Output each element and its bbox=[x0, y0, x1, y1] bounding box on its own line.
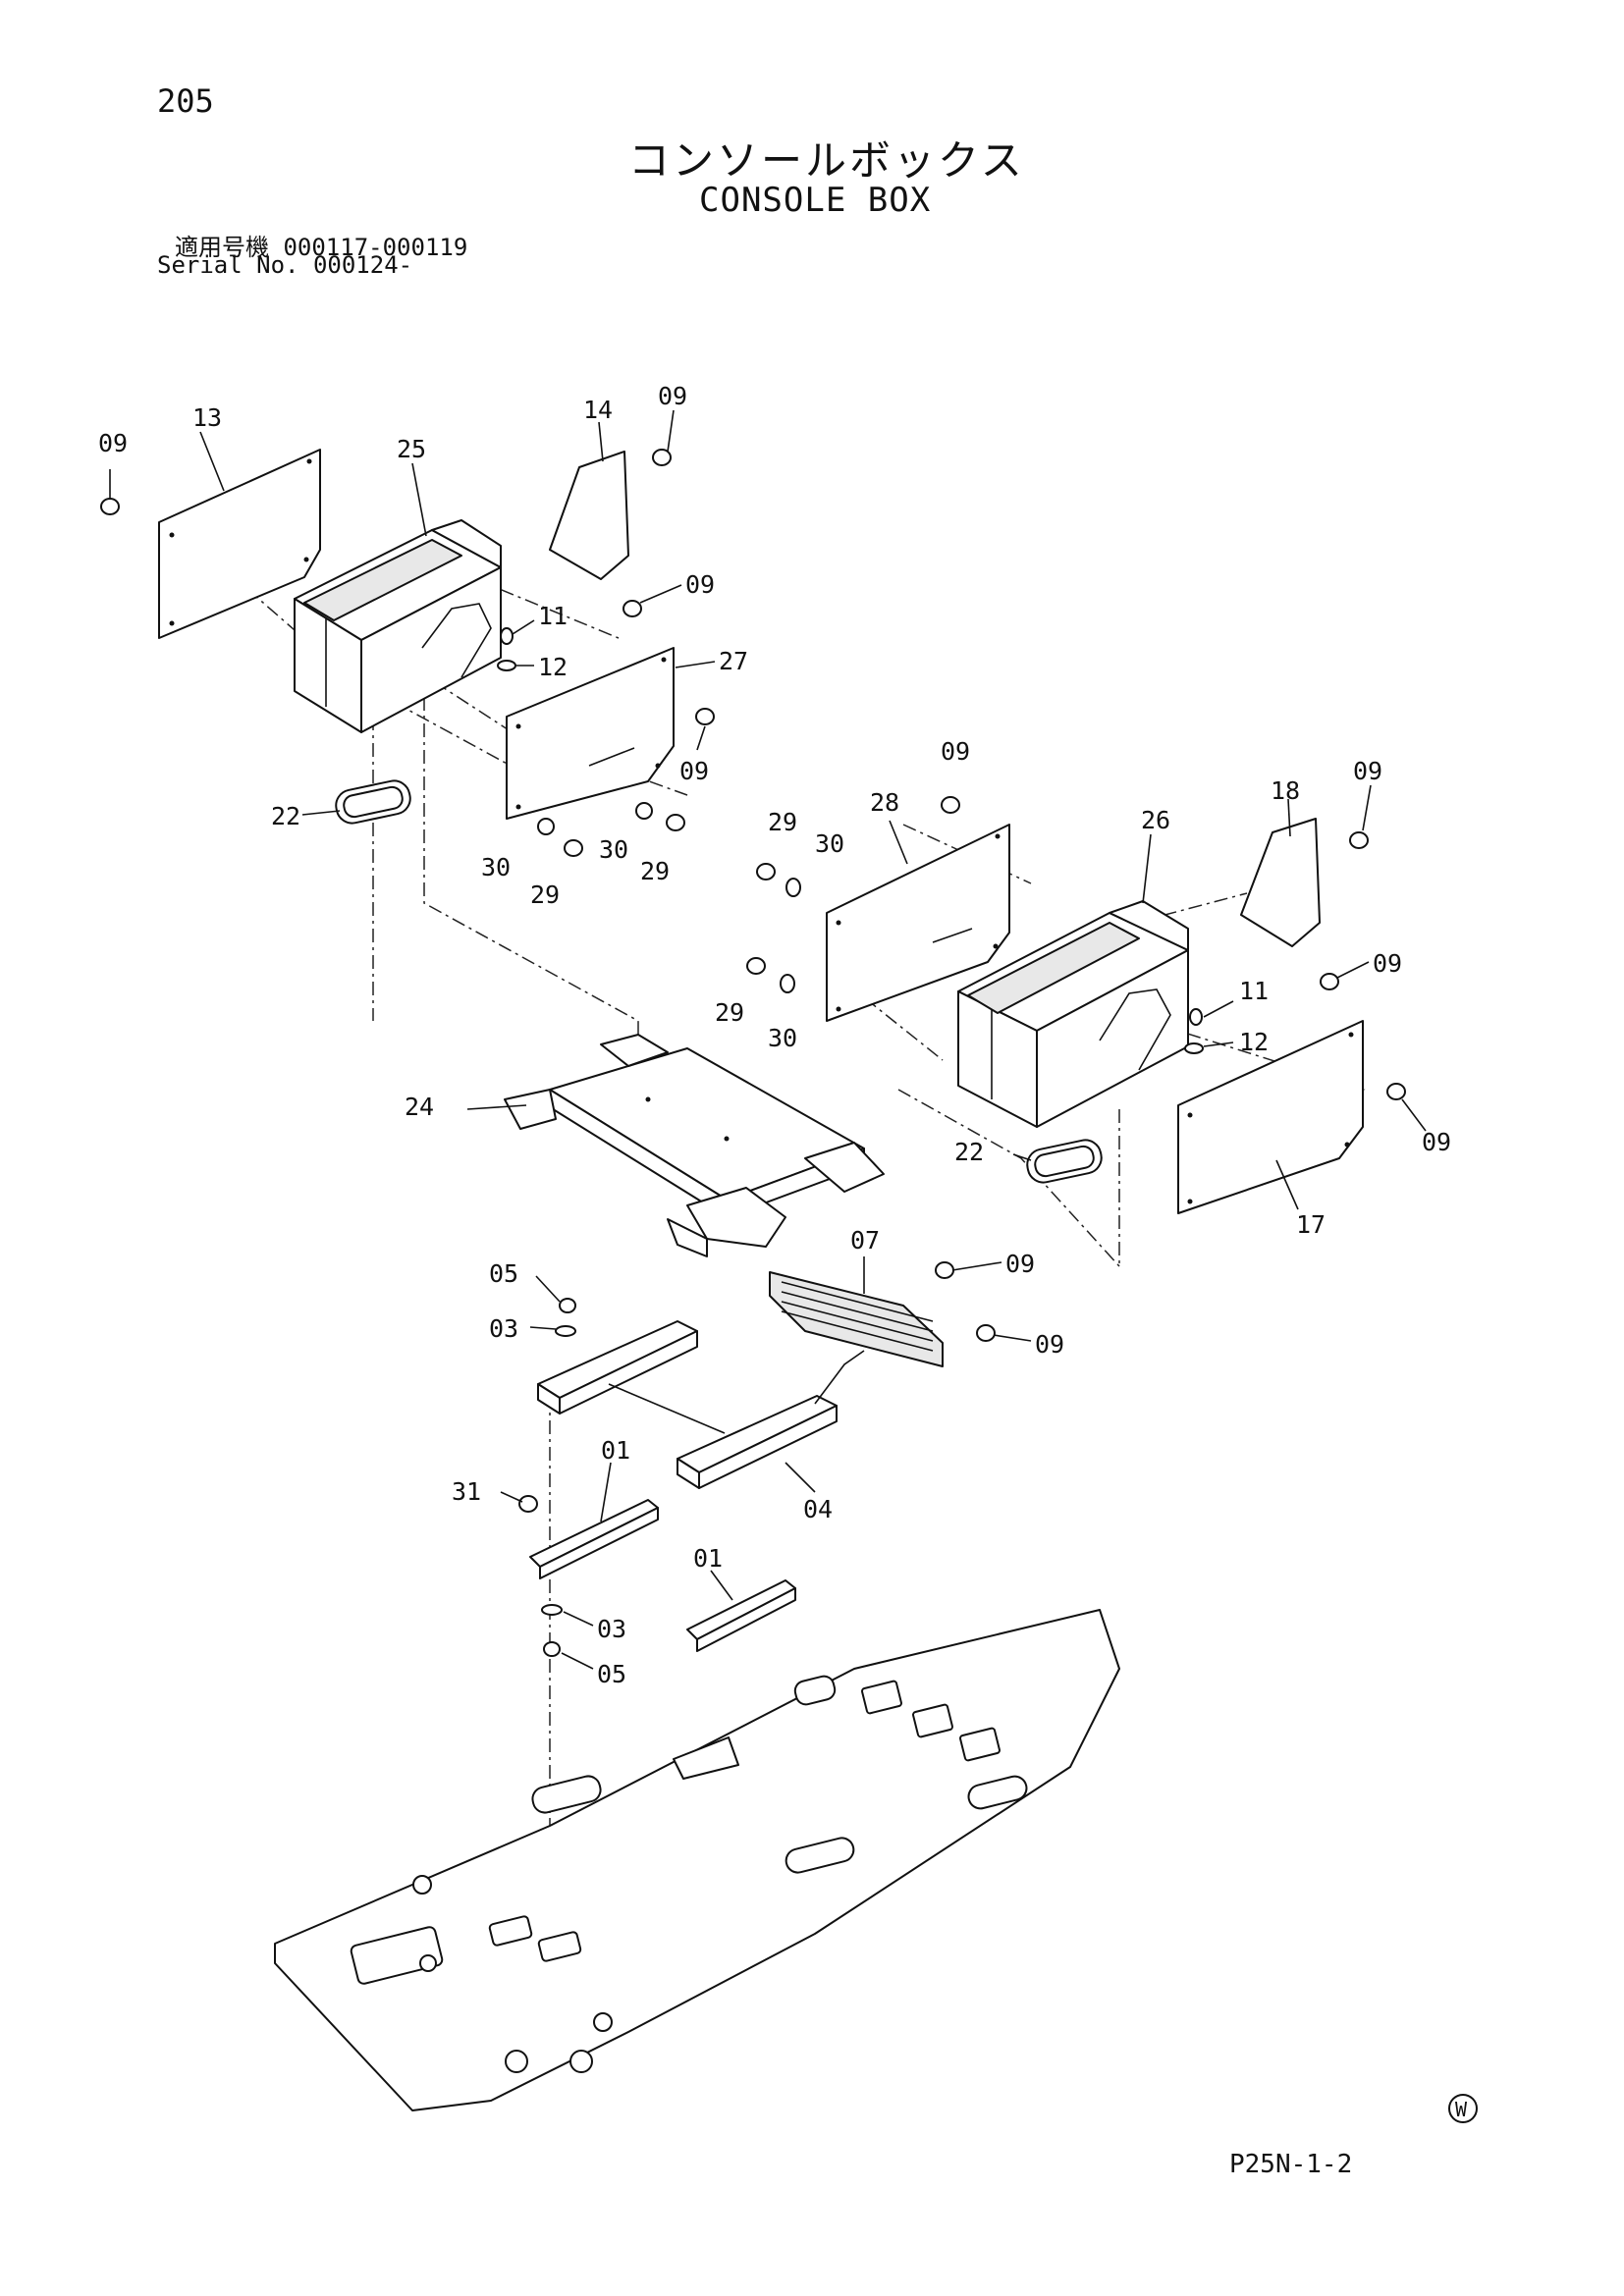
callout-09: 09 bbox=[1353, 757, 1382, 785]
callout-22: 22 bbox=[954, 1138, 984, 1166]
part-13-side-cover bbox=[158, 449, 321, 639]
hardware bbox=[100, 449, 1406, 1657]
applicable-label: 適用号機 bbox=[175, 234, 269, 261]
callout-11: 11 bbox=[538, 602, 568, 630]
callout-31: 31 bbox=[452, 1477, 481, 1506]
callout-30: 30 bbox=[599, 835, 628, 864]
callout-09: 09 bbox=[685, 570, 715, 599]
callout-07: 07 bbox=[850, 1226, 880, 1255]
callout-30: 30 bbox=[768, 1024, 797, 1052]
part-27-side-cover bbox=[506, 647, 675, 820]
callout-05: 05 bbox=[597, 1660, 626, 1688]
callout-30: 30 bbox=[481, 853, 511, 881]
callout-11: 11 bbox=[1239, 977, 1269, 1005]
serial-line: Serial No. 000124- bbox=[157, 251, 412, 279]
serial-label: Serial No. bbox=[157, 251, 299, 279]
circled-w-letter: W bbox=[1455, 2098, 1468, 2121]
callout-24: 24 bbox=[405, 1093, 434, 1121]
title-english: CONSOLE BOX bbox=[699, 181, 932, 220]
callout-04: 04 bbox=[803, 1495, 833, 1523]
callout-09: 09 bbox=[1373, 949, 1402, 978]
callout-03: 03 bbox=[597, 1615, 626, 1643]
callout-12: 12 bbox=[538, 653, 568, 681]
callout-28: 28 bbox=[870, 788, 899, 817]
part-04-seat-rail-lower bbox=[677, 1350, 865, 1489]
part-22-gasket-right bbox=[1026, 1139, 1103, 1184]
part-07-grille bbox=[769, 1271, 944, 1367]
callout-29: 29 bbox=[768, 808, 797, 836]
callout-09: 09 bbox=[1005, 1250, 1035, 1278]
callout-26: 26 bbox=[1141, 806, 1170, 834]
part-17-side-cover bbox=[1177, 1020, 1364, 1214]
callout-09: 09 bbox=[941, 737, 970, 766]
callout-29: 29 bbox=[640, 857, 670, 885]
title-japanese: コンソールボックス bbox=[628, 136, 1025, 185]
callout-01: 01 bbox=[693, 1544, 723, 1573]
callout-25: 25 bbox=[397, 435, 426, 463]
part-28-side-cover bbox=[826, 824, 1010, 1022]
callout-13: 13 bbox=[192, 403, 222, 432]
callout-09: 09 bbox=[98, 429, 128, 457]
callout-14: 14 bbox=[583, 396, 613, 424]
serial-value: 000124- bbox=[312, 251, 413, 279]
callout-29: 29 bbox=[530, 881, 560, 909]
callout-29: 29 bbox=[715, 998, 744, 1027]
callout-09: 09 bbox=[1422, 1128, 1451, 1156]
callout-12: 12 bbox=[1239, 1028, 1269, 1056]
callout-17: 17 bbox=[1296, 1210, 1326, 1239]
part-26-console-box-right bbox=[957, 900, 1189, 1128]
callout-18: 18 bbox=[1271, 776, 1300, 805]
part-14-bracket bbox=[549, 451, 629, 580]
callout-09: 09 bbox=[658, 382, 687, 410]
part-01-rail-a bbox=[529, 1499, 659, 1579]
part-22-gasket-left bbox=[335, 779, 411, 825]
part-25-console-box-left bbox=[294, 519, 502, 733]
callout-30: 30 bbox=[815, 829, 844, 858]
callout-03: 03 bbox=[489, 1314, 518, 1343]
part-04-seat-rail-upper bbox=[537, 1320, 726, 1434]
applicable-range: 000117-000119 bbox=[283, 234, 468, 261]
callout-labels: 09 13 25 14 09 09 11 12 27 09 22 30 29 3… bbox=[98, 382, 1451, 1688]
part-24-seat-base bbox=[504, 1034, 885, 1257]
part-18-bracket bbox=[1240, 818, 1321, 947]
callout-01: 01 bbox=[601, 1436, 630, 1465]
circled-w-mark: W bbox=[1448, 2094, 1478, 2123]
page-code: P25N-1-2 bbox=[1229, 2150, 1353, 2179]
callout-09: 09 bbox=[1035, 1330, 1064, 1359]
part-01-rail-b bbox=[686, 1579, 796, 1652]
callout-22: 22 bbox=[271, 802, 300, 830]
floor-plate bbox=[274, 1609, 1120, 2111]
callout-05: 05 bbox=[489, 1259, 518, 1288]
leader-lines bbox=[109, 409, 1427, 1670]
applicable-range-line: 適用号機 000117-000119 bbox=[175, 228, 467, 262]
callout-27: 27 bbox=[719, 647, 748, 675]
callout-09: 09 bbox=[679, 757, 709, 785]
page-number: 205 bbox=[157, 82, 214, 120]
